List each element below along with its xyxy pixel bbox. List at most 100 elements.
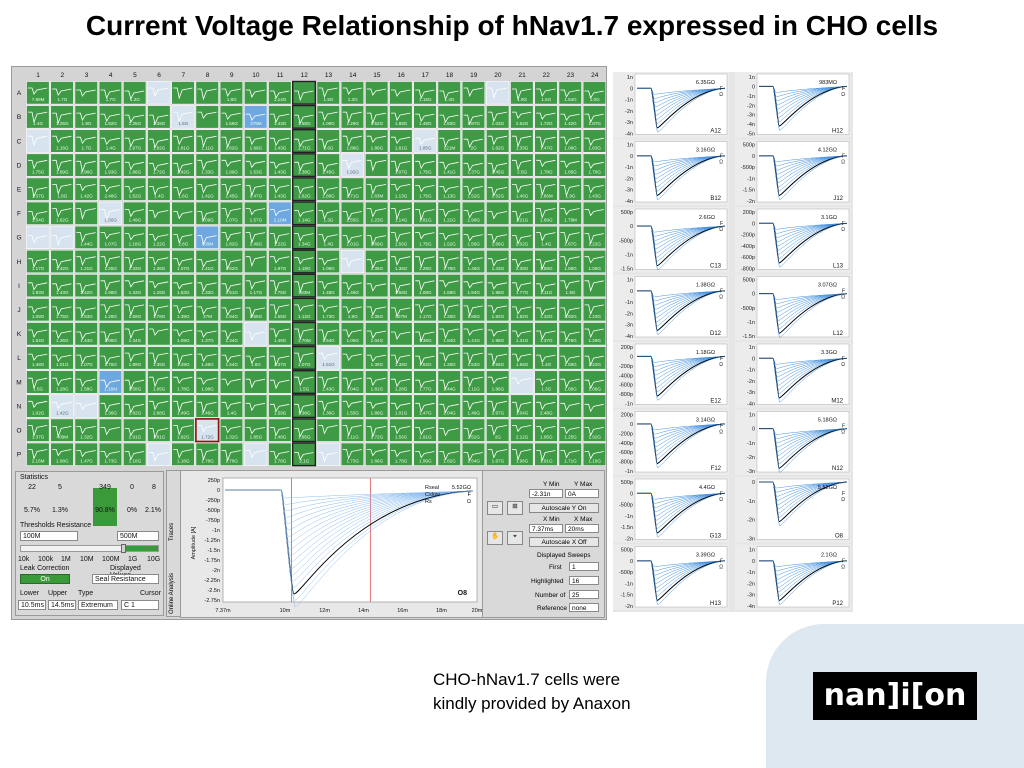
plate-well[interactable]: 1.36G xyxy=(316,394,340,418)
plate-well[interactable]: 1.42G xyxy=(74,274,98,298)
plate-well[interactable]: 1.86M xyxy=(534,177,558,201)
plate-well[interactable]: 1.34G xyxy=(292,225,316,250)
well-cell[interactable] xyxy=(437,346,461,370)
well-cell[interactable] xyxy=(316,225,340,250)
well-cell[interactable] xyxy=(98,442,123,466)
threshold-high-input[interactable]: 500M xyxy=(117,531,159,541)
well-cell[interactable] xyxy=(195,442,219,466)
plate-well[interactable]: 1.56G xyxy=(389,418,413,442)
well-cell[interactable] xyxy=(147,322,171,346)
well-cell[interactable] xyxy=(123,153,147,177)
plate-well[interactable]: 1.59G xyxy=(123,298,147,322)
plate-well[interactable]: 1.66G xyxy=(364,442,389,466)
plate-well[interactable]: 1.3G xyxy=(340,81,365,105)
reference-input[interactable]: none xyxy=(569,603,599,612)
plate-well[interactable]: 1.66G xyxy=(582,370,606,394)
plate-well[interactable]: 1.72G xyxy=(364,418,389,442)
plate-well[interactable]: 1.06G xyxy=(98,322,123,346)
plate-well[interactable]: 1.28G xyxy=(389,370,413,394)
plate-well[interactable]: 1.13G xyxy=(437,177,461,201)
plate-well[interactable]: 1.17G xyxy=(413,298,437,322)
well-cell[interactable] xyxy=(50,81,74,105)
well-cell[interactable] xyxy=(510,442,534,466)
well-cell[interactable] xyxy=(171,442,195,466)
upper-input[interactable]: 14.5ms xyxy=(48,600,76,610)
well-cell[interactable] xyxy=(316,249,340,274)
plate-well[interactable]: 1.9G xyxy=(510,81,534,105)
well-cell[interactable] xyxy=(171,249,195,274)
plate-well[interactable]: 1.49G xyxy=(171,346,195,370)
plate-well[interactable]: 1.72G xyxy=(534,105,558,129)
threshold-slider[interactable] xyxy=(20,544,159,553)
plate-well[interactable]: 1.92G xyxy=(340,153,365,177)
plate-well[interactable]: 1.46G xyxy=(195,346,219,370)
plate-well[interactable]: 1.58G xyxy=(292,105,316,129)
well-cell[interactable] xyxy=(413,129,437,153)
well-cell[interactable] xyxy=(219,418,244,442)
well-cell[interactable] xyxy=(123,346,147,370)
well-cell[interactable] xyxy=(123,201,147,225)
plate-well[interactable]: 1.07G xyxy=(98,225,123,250)
well-cell[interactable] xyxy=(364,298,389,322)
well-cell[interactable] xyxy=(534,81,558,105)
plate-well[interactable] xyxy=(244,442,268,466)
plate-well[interactable]: 1.44G xyxy=(74,322,98,346)
well-cell[interactable] xyxy=(461,249,486,274)
well-cell[interactable] xyxy=(558,177,582,201)
plate-well[interactable]: 1.58G xyxy=(74,370,98,394)
plate-well[interactable]: 1.78G xyxy=(171,370,195,394)
plate-well[interactable]: 1.49G xyxy=(171,394,195,418)
well-cell[interactable] xyxy=(510,394,534,418)
plate-well[interactable]: 2.8G xyxy=(171,225,195,250)
plate-well[interactable]: 1.62G xyxy=(219,129,244,153)
well-cell[interactable] xyxy=(389,249,413,274)
plate-well[interactable]: 1.52G xyxy=(123,177,147,201)
plate-well[interactable]: 1.4G xyxy=(219,394,244,418)
well-cell[interactable] xyxy=(364,346,389,370)
plate-well[interactable]: 1.46G xyxy=(461,394,486,418)
well-cell[interactable] xyxy=(26,153,50,177)
plate-well[interactable]: 1.14G xyxy=(268,81,292,105)
plate-well[interactable]: 1.73G xyxy=(98,442,123,466)
well-cell[interactable] xyxy=(268,225,292,250)
well-cell[interactable] xyxy=(485,225,510,250)
well-cell[interactable] xyxy=(461,298,486,322)
plate-well[interactable]: 1.42G xyxy=(171,153,195,177)
plate-well[interactable]: 1.13G xyxy=(389,177,413,201)
well-cell[interactable] xyxy=(534,442,558,466)
plate-well[interactable]: 1.91G xyxy=(534,442,558,466)
well-cell[interactable] xyxy=(74,153,98,177)
plate-well[interactable]: 1.52G xyxy=(437,225,461,250)
well-cell[interactable] xyxy=(534,153,558,177)
plate-well[interactable]: 1.88G xyxy=(316,177,340,201)
well-cell[interactable] xyxy=(510,322,534,346)
plate-well[interactable]: 1.38G xyxy=(389,346,413,370)
well-cell[interactable] xyxy=(485,249,510,274)
plate-well[interactable]: 1.6G xyxy=(244,346,268,370)
well-cell[interactable] xyxy=(534,346,558,370)
well-cell[interactable] xyxy=(98,249,123,274)
plate-well[interactable]: 1.82G xyxy=(98,105,123,129)
well-cell[interactable] xyxy=(50,105,74,129)
plate-well[interactable]: 1.9G xyxy=(558,274,582,298)
plate-well[interactable]: 1.18G xyxy=(123,225,147,250)
plate-well[interactable]: 1.78G xyxy=(534,153,558,177)
plate-well[interactable]: 1.34G xyxy=(219,322,244,346)
plate-well[interactable]: 1.73G xyxy=(316,298,340,322)
well-cell[interactable] xyxy=(147,274,171,298)
plate-well[interactable]: 1.62G xyxy=(50,201,74,225)
plate-well[interactable]: 1.37G xyxy=(534,322,558,346)
well-cell[interactable] xyxy=(26,346,50,370)
well-cell[interactable] xyxy=(74,394,98,418)
well-cell[interactable] xyxy=(389,201,413,225)
plate-well[interactable]: 1.38G xyxy=(292,394,316,418)
threshold-low-input[interactable]: 100M xyxy=(20,531,78,541)
well-cell[interactable] xyxy=(26,249,50,274)
plate-well[interactable]: 409M xyxy=(50,418,74,442)
plate-well[interactable]: 1.84G xyxy=(219,298,244,322)
well-cell[interactable] xyxy=(461,274,486,298)
well-cell[interactable] xyxy=(98,394,123,418)
